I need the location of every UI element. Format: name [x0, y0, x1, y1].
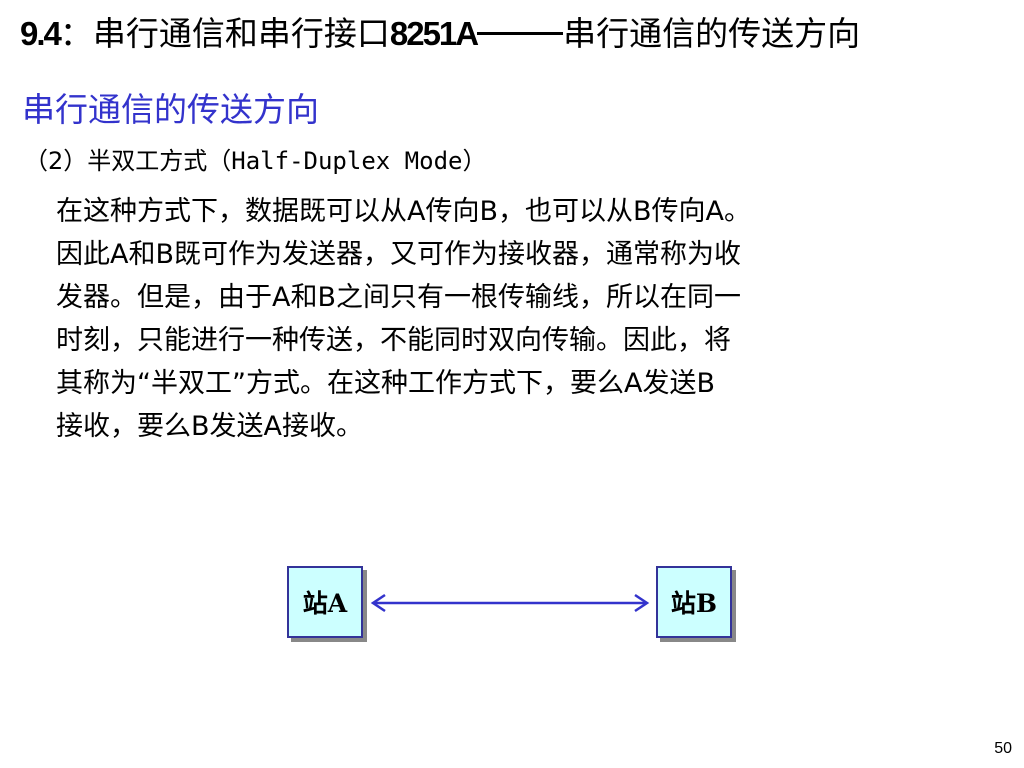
station-a-label: 站A — [302, 589, 348, 618]
body-line: 在这种方式下，数据既可以从A传向B，也可以从B传向A。 — [56, 196, 751, 227]
body-line: 其称为“半双工”方式。在这种工作方式下，要么A发送B — [56, 368, 715, 399]
section-number: 9.4 — [20, 15, 62, 52]
half-duplex-link-arrow — [370, 593, 650, 613]
sub-heading-english: Half-Duplex Mode — [231, 147, 463, 175]
slide-title: 9.4：串行通信和串行接口8251A 串行通信的传送方向 — [20, 12, 860, 56]
body-line: 时刻，只能进行一种传送，不能同时双向传输。因此，将 — [56, 325, 731, 356]
body-line: 发器。但是，由于A和B之间只有一根传输线，所以在同一 — [56, 282, 741, 313]
sub-heading-suffix: ） — [462, 147, 487, 175]
sub-heading: （2）半双工方式（Half-Duplex Mode） — [24, 143, 486, 179]
sub-heading-prefix: （2）半双工方式（ — [24, 147, 232, 175]
station-b-label: 站B — [670, 589, 718, 618]
title-text-topic: 串行通信的传送方向 — [563, 14, 861, 53]
arrowhead-left — [370, 593, 386, 613]
station-b-box: 站B — [656, 566, 732, 638]
body-paragraph: 在这种方式下，数据既可以从A传向B，也可以从B传向A。 因此A和B既可作为发送器… — [56, 190, 936, 448]
chip-model: 8251A — [389, 15, 479, 52]
station-a-box: 站A — [287, 566, 363, 638]
body-line: 因此A和B既可作为发送器，又可作为接收器，通常称为收 — [56, 239, 741, 270]
body-line: 接收，要么B发送A接收。 — [56, 411, 363, 442]
page-number: 50 — [994, 740, 1012, 757]
section-heading: 串行通信的传送方向 — [22, 90, 319, 129]
title-dash — [477, 32, 564, 35]
arrowhead-right — [634, 593, 650, 613]
title-colon: ： — [59, 14, 93, 53]
title-text-main: 串行通信和串行接口 — [92, 14, 390, 53]
